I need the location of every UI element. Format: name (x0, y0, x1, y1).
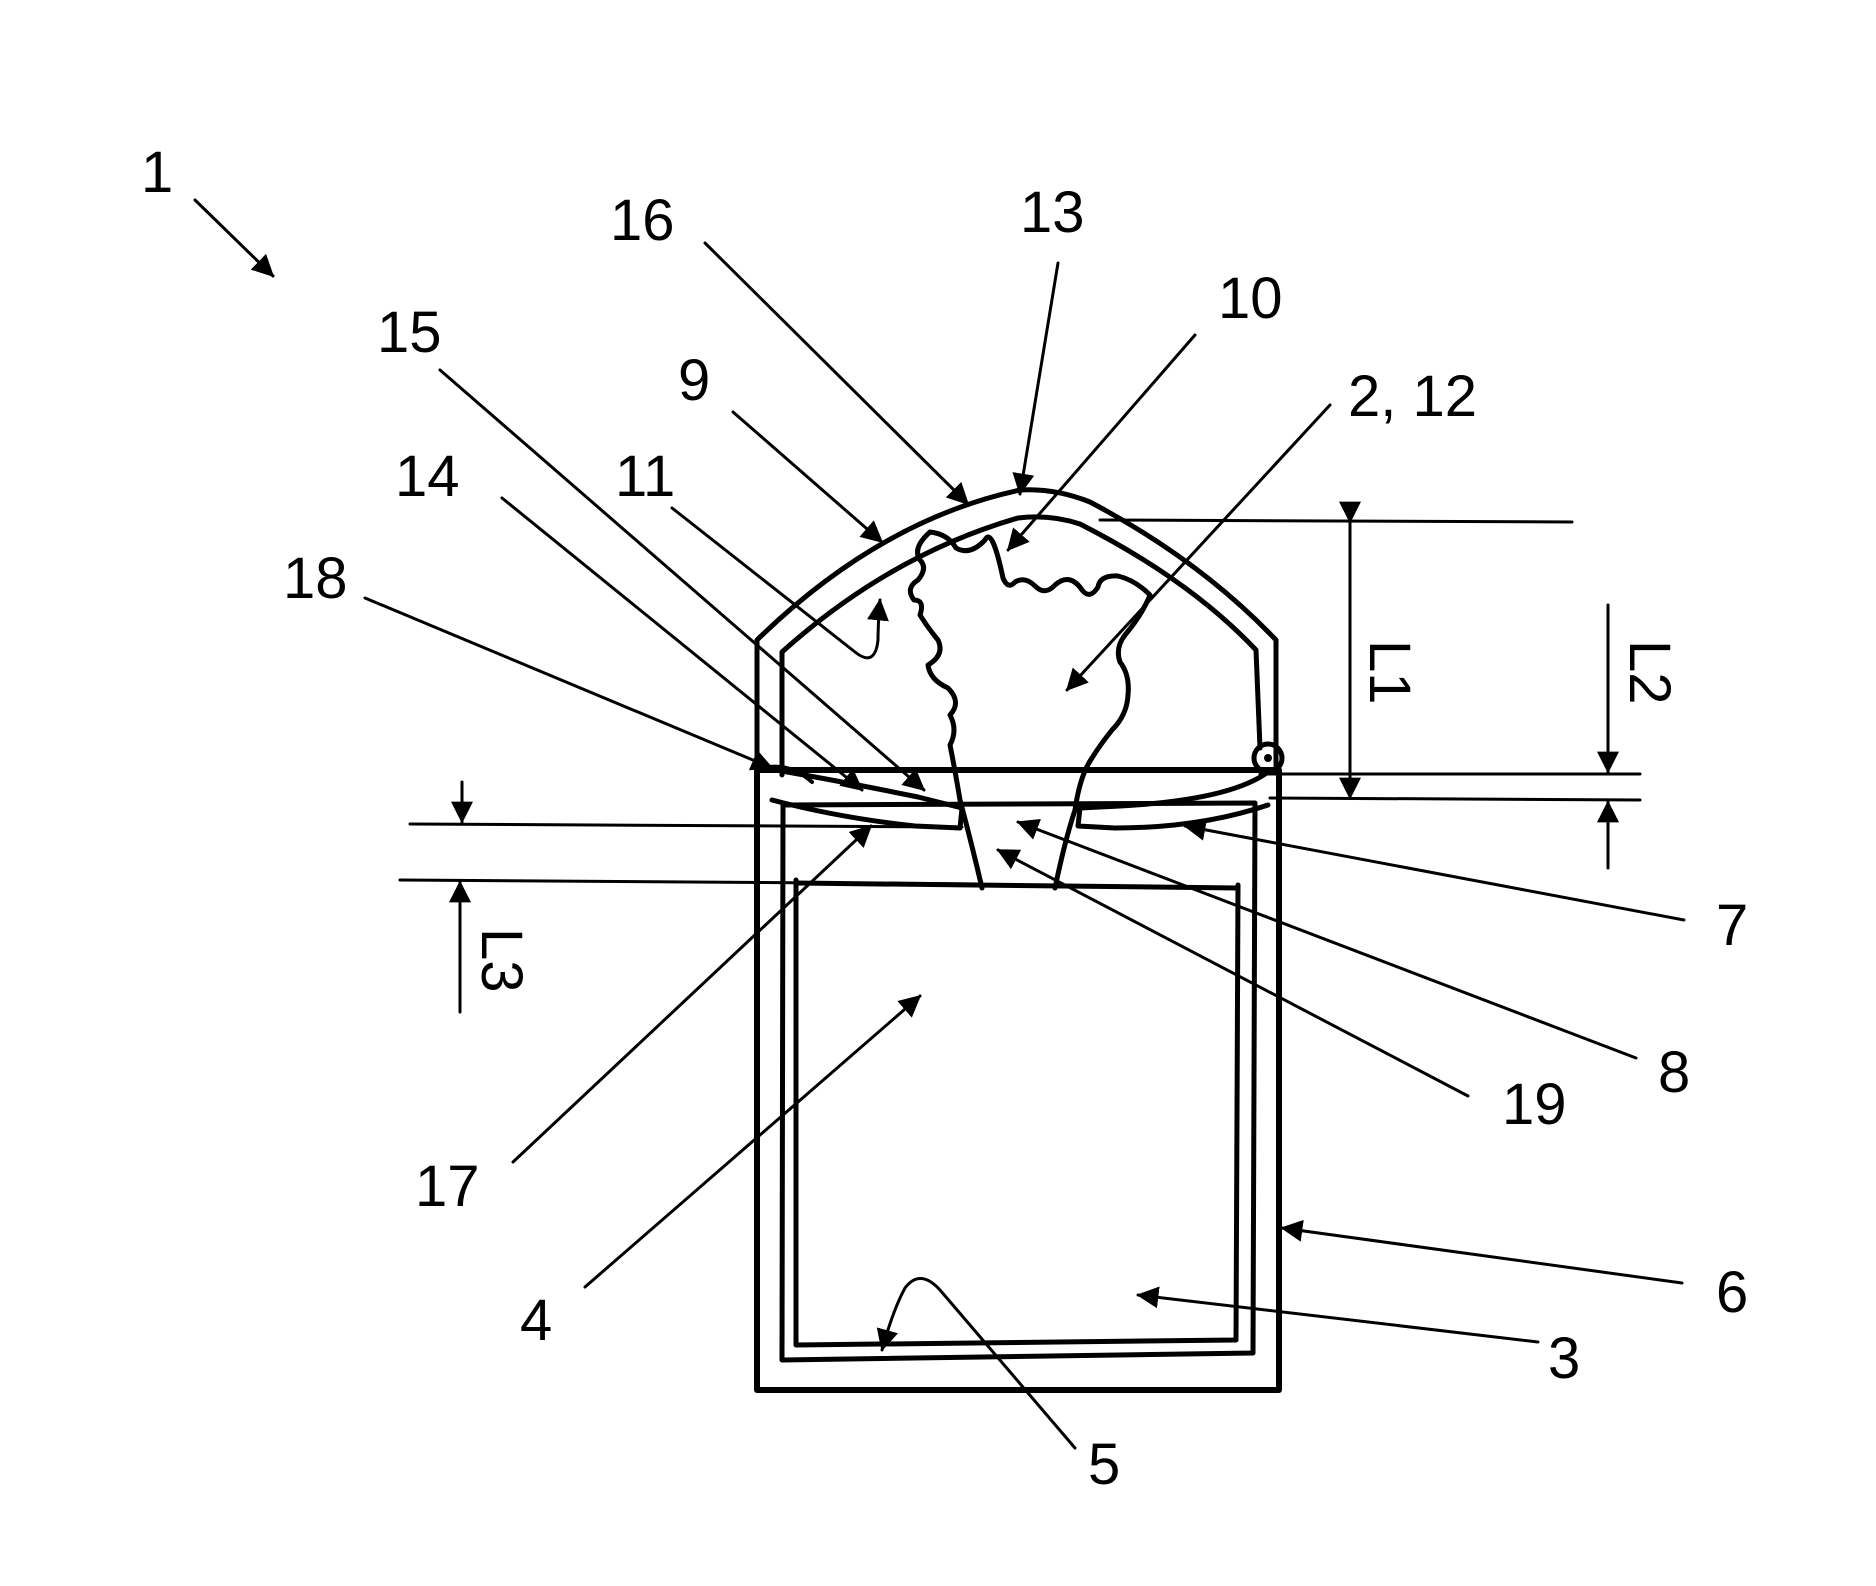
label-16: 16 (610, 188, 675, 253)
dispensing-plate (762, 767, 1268, 828)
tissue (910, 532, 1150, 888)
label-19: 19 (1502, 1072, 1567, 1137)
label-15: 15 (377, 300, 442, 365)
label-17: 17 (415, 1154, 480, 1219)
label-1: 1 (141, 140, 173, 205)
label-11: 11 (615, 444, 675, 509)
label-13: 13 (1020, 180, 1085, 245)
label-18: 18 (283, 546, 348, 611)
label-2-12: 2, 12 (1348, 364, 1477, 429)
label-8: 8 (1658, 1040, 1690, 1105)
label-9: 9 (678, 348, 710, 413)
label-4: 4 (520, 1288, 552, 1353)
dimension-label-l1: L1 (1357, 640, 1422, 705)
label-7: 7 (1716, 893, 1748, 958)
label-3: 3 (1548, 1326, 1580, 1391)
label-5: 5 (1088, 1432, 1120, 1497)
dimension-label-l3: L3 (469, 928, 534, 993)
outer-container (757, 770, 1279, 1390)
label-6: 6 (1716, 1260, 1748, 1325)
dimension-label-l2: L2 (1617, 640, 1682, 705)
label-14: 14 (395, 444, 460, 509)
label-10: 10 (1218, 266, 1283, 331)
dimension-l2 (1260, 605, 1640, 868)
arched-lid (757, 490, 1276, 775)
